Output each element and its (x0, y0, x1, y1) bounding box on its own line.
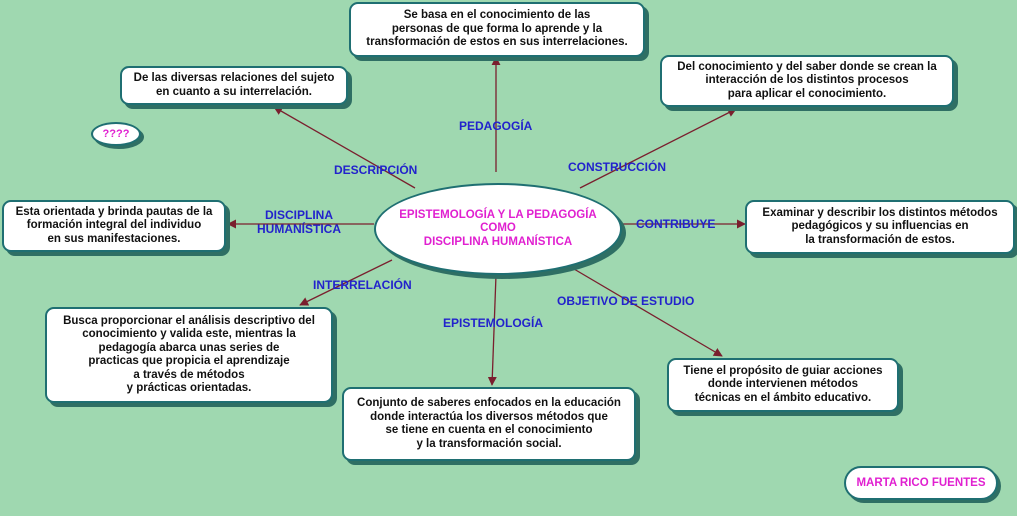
arrow-objetivo (573, 268, 723, 357)
pedagogia-box: Se basa en el conocimiento de las person… (349, 2, 645, 57)
question-bubble: ???? (91, 122, 141, 146)
arrow-descripcion (273, 106, 416, 189)
objetivo-box: Tiene el propósito de guiar acciones don… (667, 358, 899, 412)
epistemologia-box: Conjunto de saberes enfocados en la educ… (342, 387, 636, 461)
label-contribuye: CONTRIBUYE (636, 217, 716, 231)
arrow-construccion (579, 108, 737, 189)
label-objetivo: OBJETIVO DE ESTUDIO (557, 294, 695, 308)
contribuye-box: Examinar y describir los distintos métod… (745, 200, 1015, 254)
label-disciplina: DISCIPLINA HUMANÍSTICA (257, 208, 341, 236)
descripcion-box: De las diversas relaciones del sujeto en… (120, 66, 348, 105)
disciplina-box: Esta orientada y brinda pautas de la for… (2, 200, 226, 252)
author-bubble: MARTA RICO FUENTES (844, 466, 998, 500)
label-epistemologia: EPISTEMOLOGÍA (443, 316, 544, 330)
label-construccion: CONSTRUCCIÓN (568, 160, 666, 174)
construccion-box: Del conocimiento y del saber donde se cr… (660, 55, 954, 107)
arrow-interrelacion (299, 259, 393, 306)
central-topic: EPISTEMOLOGÍA Y LA PEDAGOGÍA COMO DISCIP… (374, 183, 622, 275)
label-interrelacion: INTERRELACIÓN (313, 278, 412, 292)
interrelacion-box: Busca proporcionar el análisis descripti… (45, 307, 333, 403)
arrow-epistemologia (487, 274, 497, 386)
label-descripcion: DESCRIPCIÓN (334, 163, 418, 177)
label-pedagogia: PEDAGOGÍA (459, 119, 533, 133)
